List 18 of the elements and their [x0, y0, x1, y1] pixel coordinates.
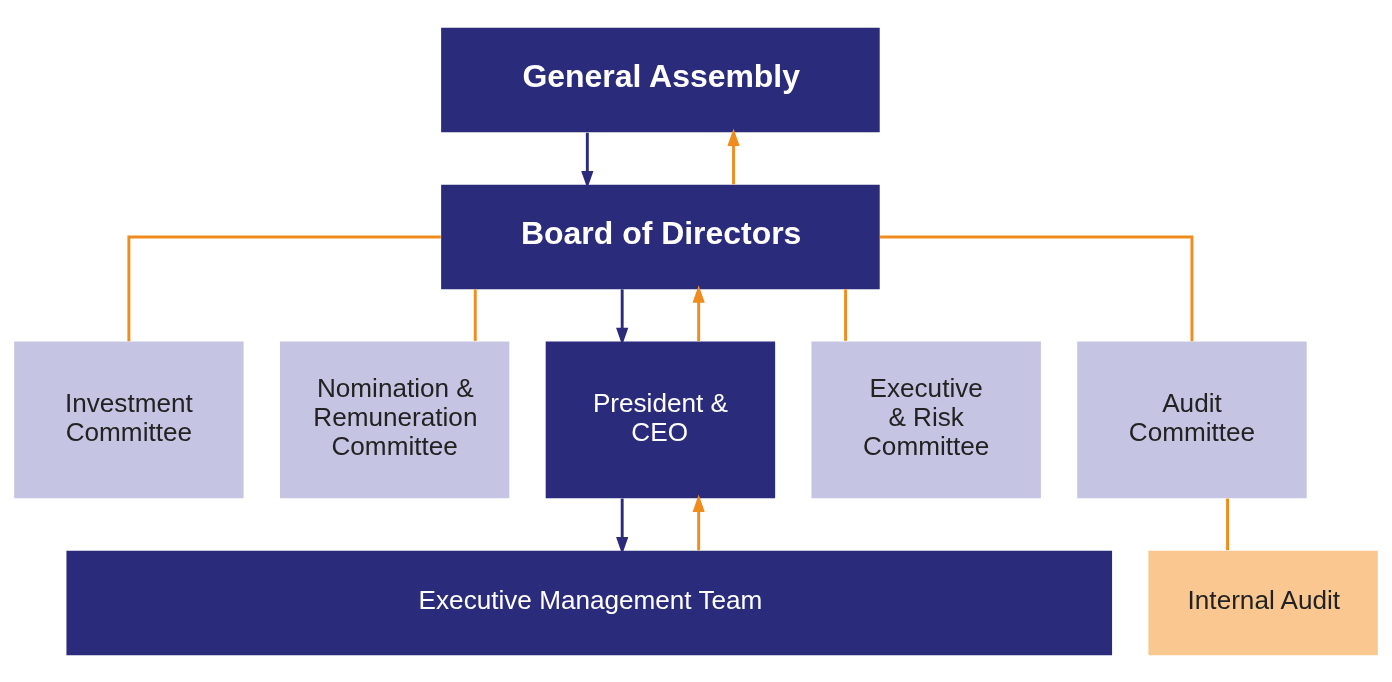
- node-box: President & CEO: [545, 341, 776, 498]
- node-box: General Assembly: [441, 27, 880, 132]
- node-box: Nomination & Remuneration Committee: [279, 341, 510, 498]
- connector: [880, 235, 1194, 341]
- node-box: Investment Committee: [14, 341, 244, 498]
- connector: [844, 288, 848, 341]
- connector: [127, 235, 441, 341]
- connector: [1226, 498, 1229, 550]
- arrow: [692, 284, 705, 341]
- node-box: Internal Audit: [1148, 550, 1378, 655]
- connector: [473, 288, 477, 341]
- arrow: [692, 494, 705, 550]
- arrow: [616, 288, 629, 345]
- node-box: Board of Directors: [441, 184, 880, 289]
- node-box: Executive & Risk Committee: [811, 341, 1041, 498]
- node-box: Executive Management Team: [66, 550, 1113, 655]
- arrow: [727, 128, 740, 184]
- node-box: Audit Committee: [1077, 341, 1307, 498]
